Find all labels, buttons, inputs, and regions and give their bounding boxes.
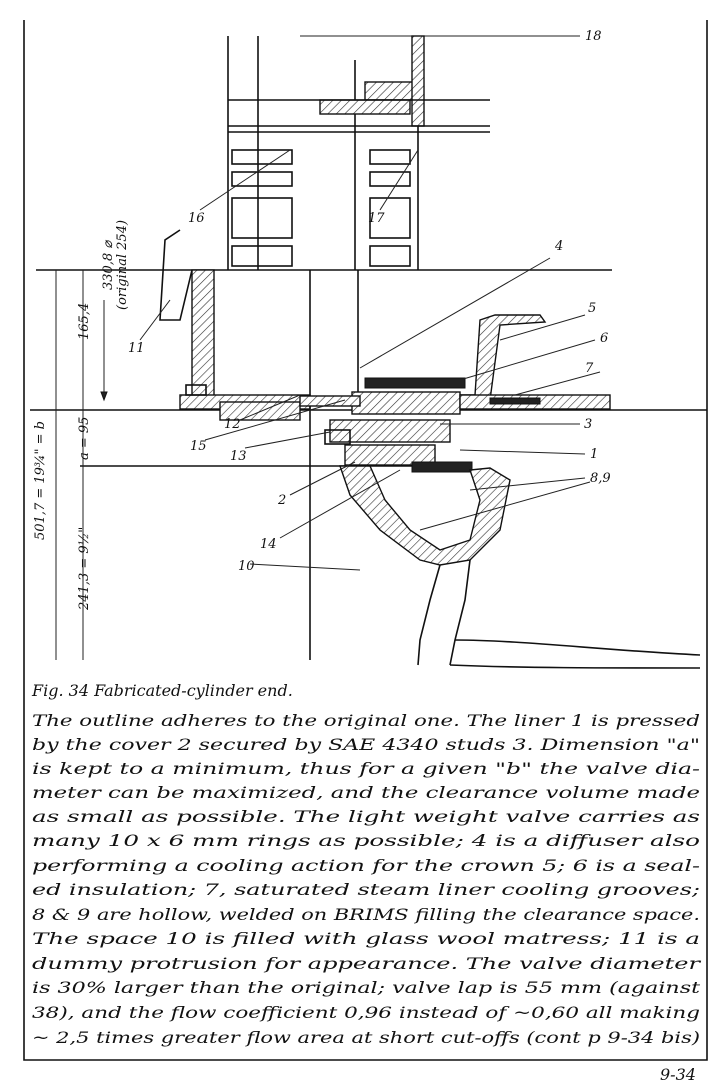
dim-a: a = 95 — [77, 417, 92, 460]
caption-line: is kept to a minimum, thus for a given "… — [32, 759, 700, 778]
label-11: 11 — [128, 341, 145, 356]
caption-line: 38), and the flow coefficient 0,96 inste… — [32, 1003, 700, 1022]
label-3: 3 — [584, 417, 592, 432]
caption-line: dummy protrusion for appearance. The val… — [32, 954, 702, 973]
label-13: 13 — [230, 449, 247, 464]
caption-line: ed insulation; 7, saturated steam liner … — [32, 880, 700, 899]
label-1: 1 — [590, 447, 598, 462]
caption-line: 8 & 9 are hollow, welded on BRIMS fillin… — [32, 905, 700, 924]
caption-title: Fig. 34 Fabricated-cylinder end. — [31, 681, 293, 700]
dim-241: 241,3 = 9½" — [77, 527, 92, 611]
cylinder-wall — [159, 229, 359, 660]
label-5: 5 — [588, 301, 596, 316]
caption-line: many 10 x 6 mm rings as possible; 4 is a… — [32, 831, 700, 850]
caption-line: by the cover 2 secured by SAE 4340 studs… — [32, 735, 700, 754]
label-7: 7 — [585, 361, 594, 376]
caption-line: The outline adheres to the original one.… — [32, 711, 700, 730]
label-16: 16 — [188, 211, 205, 226]
caption-line: as small as possible. The light weight v… — [32, 807, 700, 826]
dim-165: 165,4 — [77, 303, 92, 340]
valve-assembly — [299, 314, 701, 669]
page-frame — [23, 20, 708, 1061]
label-15: 15 — [190, 439, 207, 454]
label-18: 18 — [585, 29, 602, 44]
caption-line: performing a cooling action for the crow… — [32, 856, 700, 875]
caption-line: is 30% larger than the original; valve l… — [32, 978, 701, 997]
dim-b: 501,7 = 19¾" = b — [33, 421, 48, 540]
dim-bore: 330,8 ⌀ — [101, 240, 116, 290]
label-14: 14 — [260, 537, 277, 552]
dim-bore-original: (original 254) — [115, 220, 130, 310]
label-10: 10 — [238, 559, 255, 574]
upper-casing — [227, 35, 490, 270]
label-17: 17 — [368, 211, 385, 226]
label-6: 6 — [600, 331, 608, 346]
label-12: 12 — [224, 417, 241, 432]
label-2: 2 — [277, 493, 286, 508]
dimension-lines — [55, 270, 108, 660]
caption-line: ~ 2,5 times greater flow area at short c… — [32, 1028, 700, 1047]
caption-line: The space 10 is filled with glass wool m… — [32, 929, 700, 948]
leaders — [204, 257, 601, 539]
caption-text: The outline adheres to the original one.… — [32, 711, 702, 1047]
caption-line: meter can be maximized, and the clearanc… — [32, 783, 700, 802]
page-number: 9-34 — [660, 1065, 696, 1084]
label-8-9: 8,9 — [590, 471, 611, 486]
label-4: 4 — [554, 239, 563, 254]
